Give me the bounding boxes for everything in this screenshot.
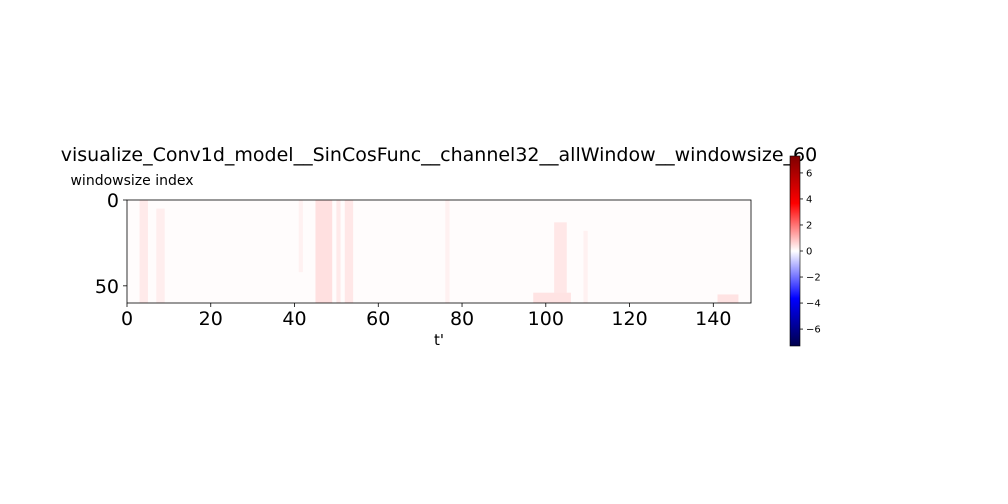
x-tick-label: 60 [366, 308, 390, 330]
x-tick-label: 0 [121, 308, 133, 330]
colorbar-gradient [790, 156, 800, 346]
colorbar-tick-label: −6 [806, 325, 821, 336]
heatmap-background [127, 200, 751, 303]
heatmap-bands [139, 200, 739, 303]
x-tick-label: 80 [450, 308, 474, 330]
heatmap-cell-band [315, 200, 333, 303]
colorbar-tick-label: 6 [806, 168, 812, 179]
heatmap-cell-band [554, 222, 567, 303]
colorbar-tick-label: 4 [806, 194, 812, 205]
x-tick-label: 100 [528, 308, 564, 330]
x-tick-label: 140 [695, 308, 731, 330]
y-axis-ticks: 0 50 [95, 190, 127, 298]
x-tick-label: 20 [199, 308, 223, 330]
colorbar-tick-label: 2 [806, 220, 812, 231]
heatmap-cell-band [139, 200, 148, 303]
heatmap-cell-band [717, 294, 739, 303]
x-axis-ticks: 0 20 40 60 80 100 120 140 [121, 303, 731, 330]
chart-title: visualize_Conv1d_model__SinCosFunc__chan… [61, 144, 817, 166]
heatmap-cell-band [583, 230, 588, 303]
heatmap-cell-band [344, 200, 354, 303]
colorbar-tick-label: −4 [806, 299, 821, 310]
heatmap-cell-band [298, 200, 303, 273]
heatmap-cell-band [336, 200, 341, 303]
colorbar-tick-label: −2 [806, 273, 821, 284]
x-tick-label: 40 [282, 308, 306, 330]
colorbar: 6 4 2 0 −2 −4 −6 [789, 155, 821, 347]
x-axis-label: t' [434, 331, 444, 349]
y-axis-label: windowsize index [70, 173, 193, 189]
heatmap-cell-band [533, 292, 571, 303]
x-tick-label: 120 [611, 308, 647, 330]
plot-frame [126, 199, 752, 304]
colorbar-ticks: 6 4 2 0 −2 −4 −6 [800, 168, 821, 336]
heatmap-cell-band [156, 208, 165, 303]
y-tick-label: 0 [107, 190, 119, 212]
colorbar-tick-label: 0 [806, 247, 812, 258]
y-tick-label: 50 [95, 276, 119, 298]
heatmap-cell-band [445, 200, 450, 303]
heatmap-plot-area [126, 199, 752, 304]
